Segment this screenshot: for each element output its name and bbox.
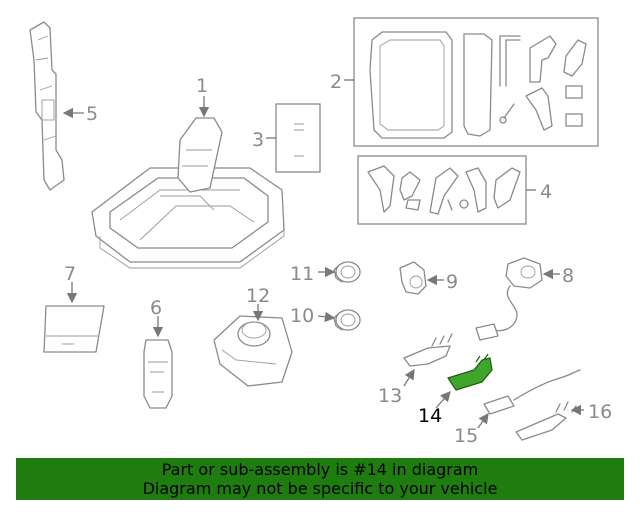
part-13-connector[interactable] [403, 333, 453, 367]
part-5-bracket[interactable] [29, 21, 65, 191]
callout-11: 11 [290, 263, 314, 285]
part-10-socket[interactable] [333, 309, 361, 331]
callout-13: 13 [378, 385, 402, 407]
leader-15 [477, 412, 489, 429]
leader-10 [317, 311, 336, 323]
callout-14: 14 [418, 405, 442, 427]
disclaimer-banner: Part or sub-assembly is #14 in diagram D… [16, 458, 624, 500]
callout-9: 9 [446, 271, 458, 293]
callout-6: 6 [150, 297, 162, 319]
part-15-harness[interactable] [483, 369, 581, 415]
part-1-shifter-console[interactable] [91, 117, 285, 269]
banner-line-2: Diagram may not be specific to your vehi… [142, 479, 498, 498]
part-4-kit[interactable] [357, 155, 527, 225]
callout-10: 10 [290, 305, 314, 327]
part-7-panel[interactable] [43, 305, 105, 353]
callout-8: 8 [562, 265, 574, 287]
part-8-socket-harness[interactable] [475, 257, 543, 341]
part-9-socket[interactable] [399, 261, 427, 295]
part-6-switch[interactable] [143, 339, 173, 409]
part-3-label[interactable] [275, 103, 321, 173]
callout-15: 15 [454, 425, 478, 447]
part-16-terminal[interactable] [515, 401, 577, 441]
part-14-connector-highlighted[interactable] [447, 353, 493, 391]
callout-4: 4 [540, 181, 552, 203]
callout-7: 7 [64, 263, 76, 285]
leader-14 [435, 391, 451, 409]
part-11-socket[interactable] [333, 261, 361, 283]
leader-13 [403, 368, 415, 387]
callout-1: 1 [196, 75, 208, 97]
banner-line-1: Part or sub-assembly is #14 in diagram [161, 460, 479, 479]
callout-16: 16 [588, 401, 612, 423]
callout-3: 3 [252, 129, 264, 151]
callout-5: 5 [86, 103, 98, 125]
callout-12: 12 [246, 285, 270, 307]
part-2-kit[interactable] [353, 17, 599, 147]
callout-2: 2 [330, 71, 342, 93]
part-12-controller[interactable] [213, 315, 293, 387]
